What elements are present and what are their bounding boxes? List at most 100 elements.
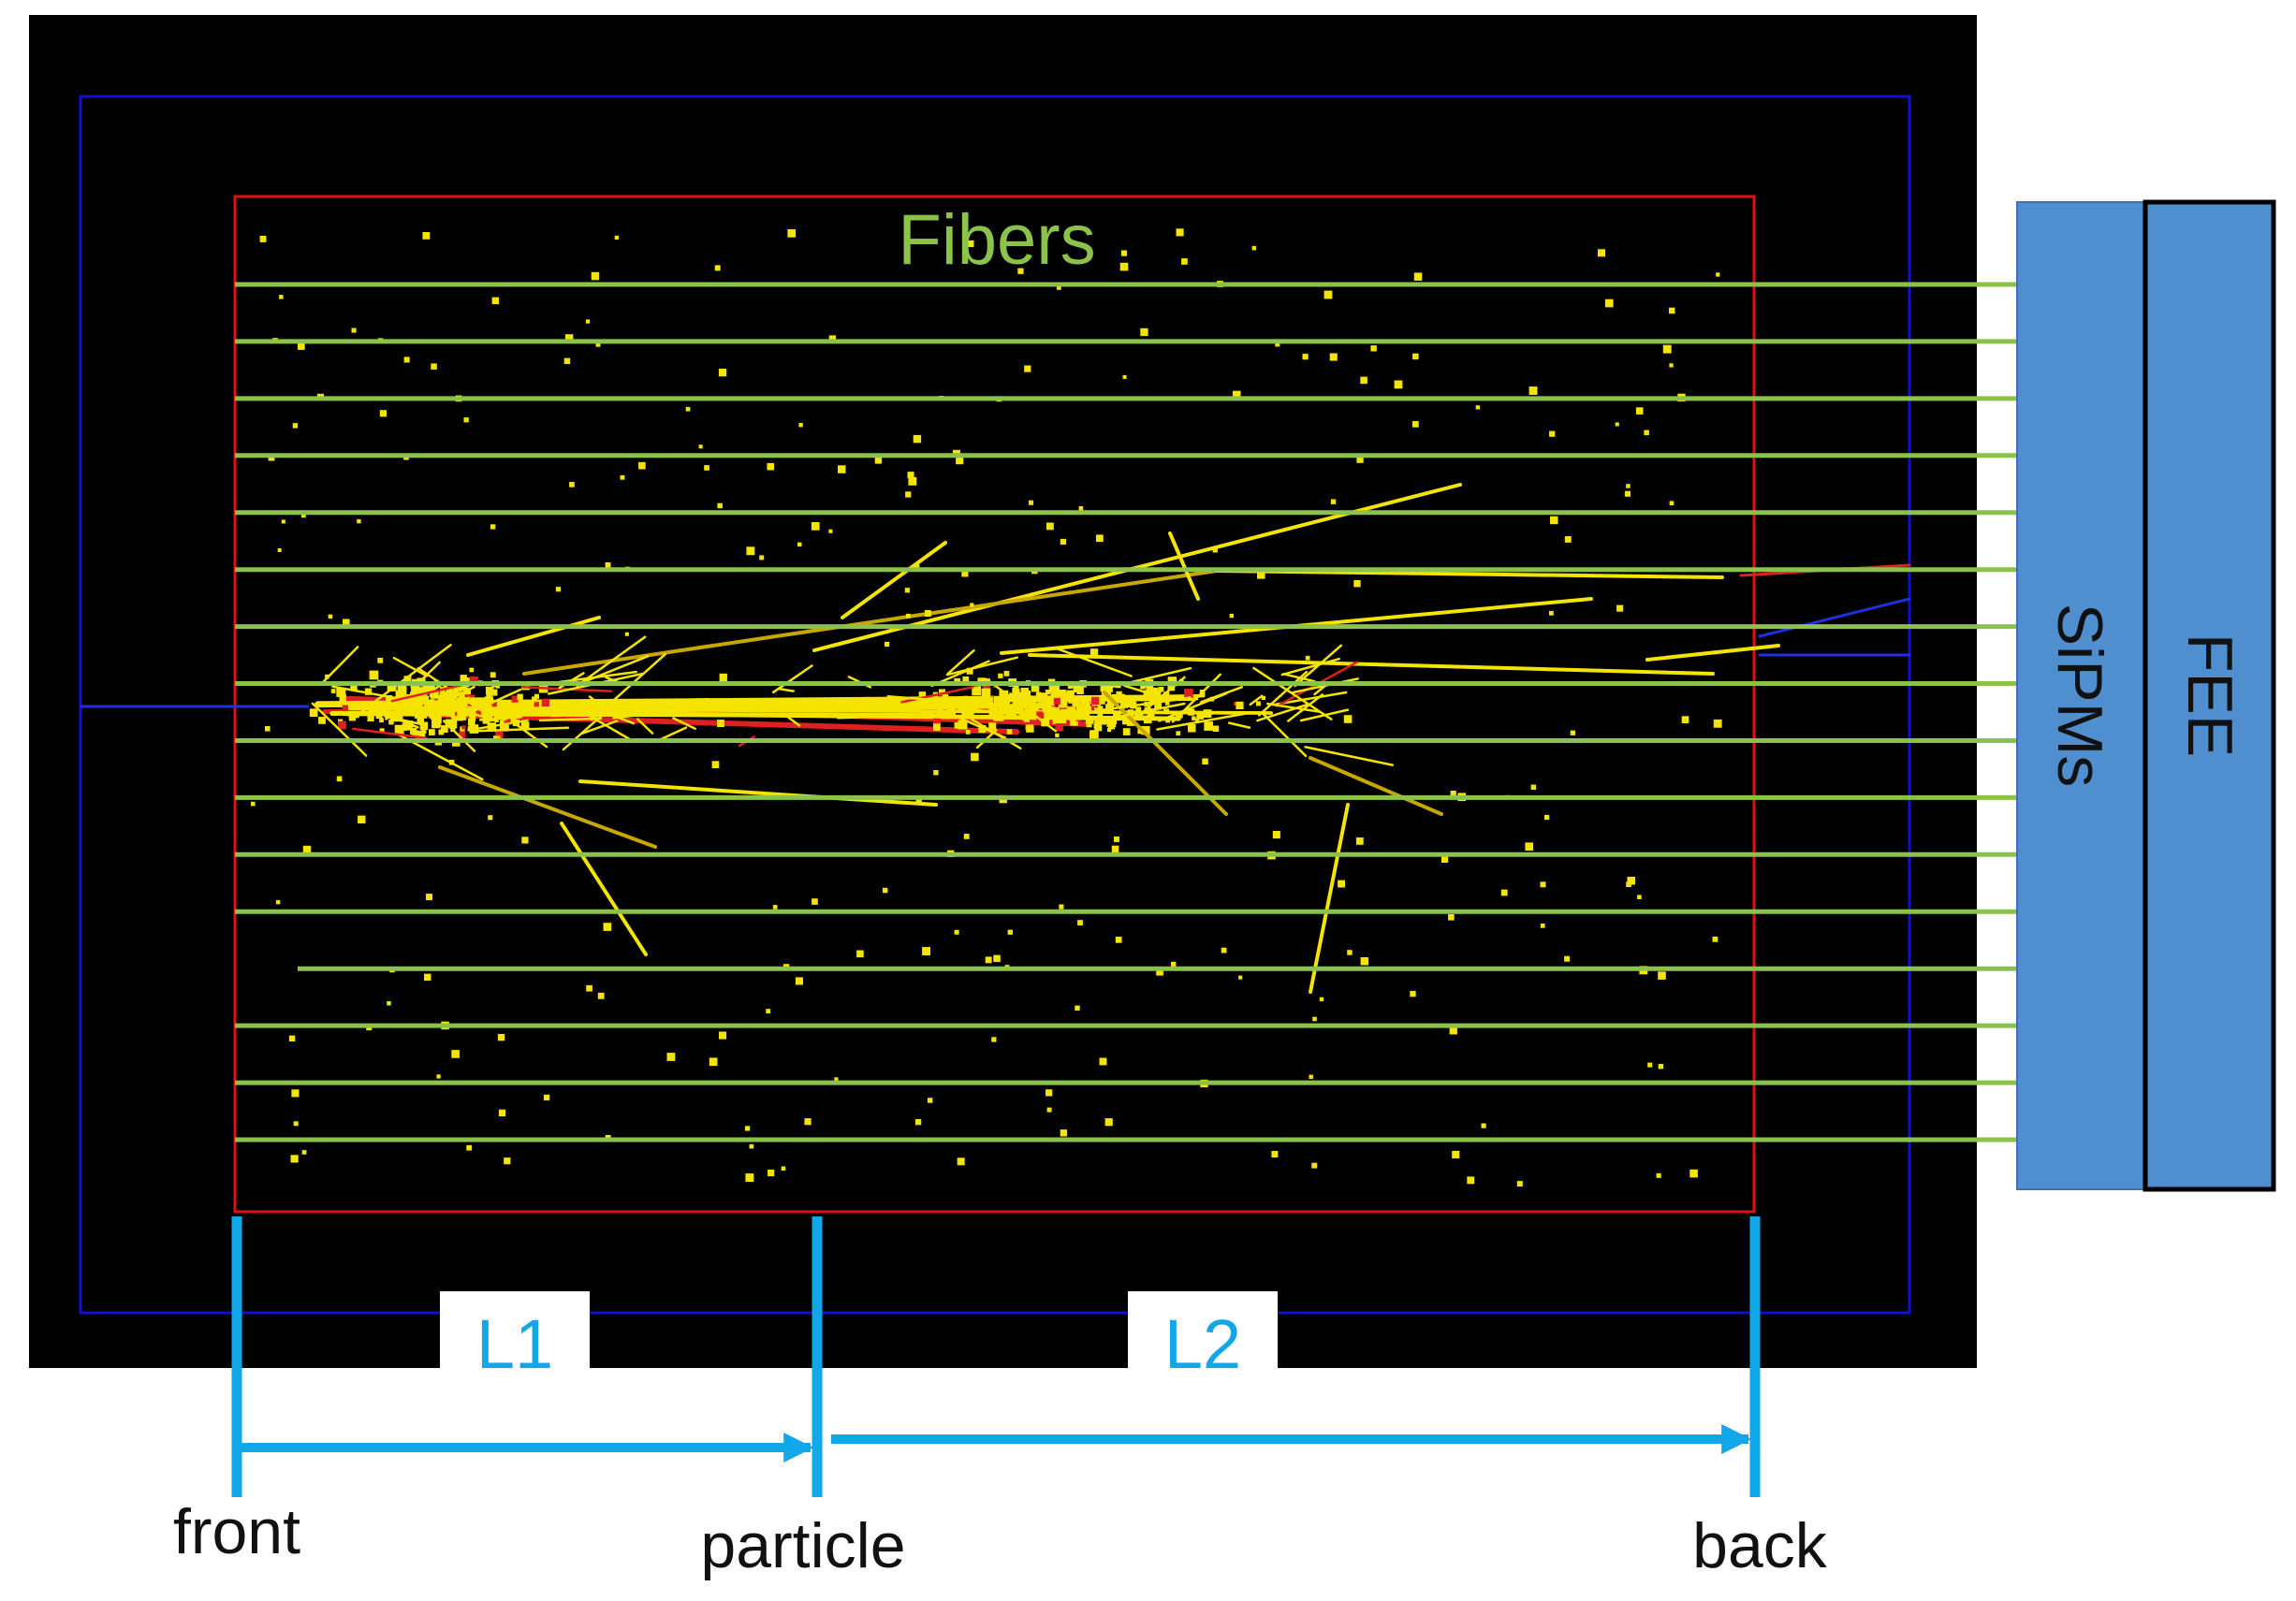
shower-track [1200, 686, 1244, 704]
shower-hit [1202, 758, 1208, 764]
back-label: back [1692, 1510, 1828, 1581]
shower-hit [1146, 686, 1152, 692]
shower-hit [522, 703, 529, 708]
shower-hit [838, 465, 846, 473]
shower-hit [1122, 374, 1127, 379]
shower-track [591, 653, 666, 721]
shower-track [1252, 666, 1333, 720]
shower-hit [1598, 249, 1605, 257]
shower-hit [298, 342, 305, 350]
shower-hit [719, 1031, 727, 1040]
shower-hit [517, 693, 523, 700]
shower-hit [1549, 610, 1554, 616]
shower-hit [446, 687, 453, 694]
shower-hit [1060, 715, 1066, 720]
shower-track [1249, 694, 1264, 706]
shower-hit [714, 265, 721, 271]
shower-track [578, 654, 650, 685]
shower-hit [1107, 728, 1112, 733]
shower-hit [350, 683, 358, 691]
shower-hit [259, 236, 267, 242]
shower-hit [377, 657, 384, 663]
shower-hit [1716, 272, 1720, 277]
shower-hit [620, 474, 625, 480]
shower-track [778, 687, 795, 692]
shower-hit [1275, 342, 1280, 347]
l1-label-box [440, 1291, 590, 1385]
shower-track [439, 691, 514, 720]
shower-hit [290, 1155, 299, 1163]
shower-track [841, 541, 947, 619]
shower-track [574, 706, 632, 741]
shower-hit [251, 801, 256, 807]
shower-hit [543, 1094, 550, 1101]
shower-hit [1118, 693, 1125, 702]
shower-hit [1099, 718, 1106, 725]
shower-hit [479, 698, 487, 706]
shower-hit [1475, 405, 1480, 410]
shower-hit [811, 522, 820, 531]
shower-hit [509, 709, 519, 719]
shower-hit [369, 704, 374, 708]
shower-hit [719, 673, 727, 682]
shower-hit [1647, 1062, 1653, 1068]
shower-hit [1500, 889, 1508, 896]
shower-hit [759, 555, 765, 560]
shower-hit [1204, 721, 1214, 731]
shower-hit [451, 1050, 460, 1058]
shower-hit [1100, 684, 1107, 692]
shower-hit [429, 710, 437, 719]
active-volume-frame [233, 195, 1756, 1214]
shower-hit [422, 232, 431, 240]
shower-hit [468, 706, 476, 714]
shower-hit [709, 1057, 718, 1067]
shower-hit [956, 457, 964, 465]
shower-hit [491, 702, 497, 707]
shower-hit [469, 697, 476, 705]
shower-hit [946, 706, 956, 716]
shower-track [522, 569, 1219, 676]
shower-hit [1075, 711, 1083, 720]
shower-hit [1669, 363, 1674, 368]
shower-hit [395, 698, 402, 706]
shower-hit [1080, 697, 1090, 706]
shower-hit [555, 587, 562, 592]
shower-hit [388, 719, 394, 725]
shower-hit [1063, 714, 1070, 720]
shower-track [1094, 696, 1192, 712]
shower-hit [434, 716, 442, 724]
shower-hit [394, 724, 404, 735]
shower-hit [970, 603, 974, 607]
shower-hit [1615, 422, 1619, 427]
shower-hit [942, 693, 949, 701]
shower-hit [467, 725, 473, 731]
shower-hit [1058, 690, 1066, 698]
shower-hit [962, 695, 969, 702]
shower-hit [429, 700, 434, 705]
shower-track [478, 715, 523, 721]
shower-hit [957, 1157, 965, 1166]
shower-hit [781, 1166, 786, 1171]
shower-track [581, 720, 619, 735]
shower-hit [1394, 380, 1403, 389]
shower-hit [746, 546, 755, 556]
shower-hit [1114, 837, 1119, 842]
shower-hit [1713, 719, 1722, 728]
shower-hit [1212, 547, 1218, 553]
fee-block [2142, 199, 2276, 1192]
shower-hit [1188, 724, 1196, 733]
shower-hit [698, 444, 703, 449]
shower-hit [745, 1173, 754, 1182]
outer-frame [79, 95, 1911, 1315]
shower-hit [1637, 895, 1642, 899]
shower-hit [448, 760, 455, 765]
shower-track [588, 695, 606, 710]
shower-hit [1054, 710, 1061, 718]
shower-hit [797, 542, 802, 547]
shower-track [1028, 653, 1715, 676]
shower-hit [293, 1121, 299, 1127]
shower-hit [1311, 1162, 1318, 1169]
shower-hit [281, 519, 285, 524]
shower-hit [459, 731, 466, 738]
shower-hit [463, 707, 469, 713]
